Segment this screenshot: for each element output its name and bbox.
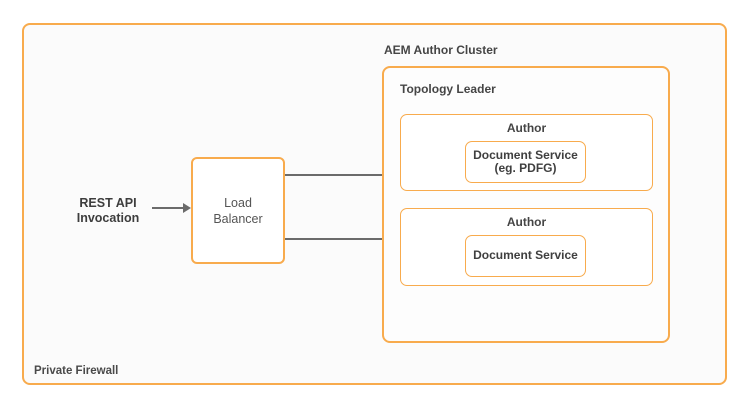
load-balancer-line1: Load (224, 195, 252, 210)
load-balancer-box: Load Balancer (191, 157, 285, 264)
aem-author-cluster-label: AEM Author Cluster (384, 43, 498, 57)
rest-api-invocation-label: REST API Invocation (48, 196, 168, 226)
document-service-pdfg-line2: (eg. PDFG) (494, 161, 557, 175)
document-service-pdfg-box: Document Service (eg. PDFG) (465, 141, 586, 183)
load-balancer-line2: Balancer (213, 211, 263, 226)
arrow-rest-to-loadbalancer (152, 207, 184, 209)
rest-api-line2: Invocation (76, 211, 140, 225)
document-service-label: Document Service (473, 248, 578, 263)
document-service-box: Document Service (465, 235, 586, 277)
arrow-loadbalancer-to-author1 (285, 174, 453, 176)
document-service-pdfg-line1: Document Service (473, 147, 578, 162)
topology-leader-box: Topology Leader Author Document Service … (382, 66, 670, 343)
author-2-title: Author (506, 215, 547, 229)
arrowhead-rest-to-loadbalancer (183, 203, 191, 213)
topology-leader-label: Topology Leader (400, 82, 496, 96)
private-firewall-label: Private Firewall (34, 365, 119, 377)
author-box-2: Author Document Service (400, 208, 653, 286)
arrow-loadbalancer-to-author2 (285, 238, 453, 240)
author-1-title: Author (506, 121, 547, 135)
load-balancer-label: Load Balancer (213, 195, 262, 227)
rest-api-line1: REST API (79, 196, 137, 210)
author-box-1: Author Document Service (eg. PDFG) (400, 114, 653, 191)
